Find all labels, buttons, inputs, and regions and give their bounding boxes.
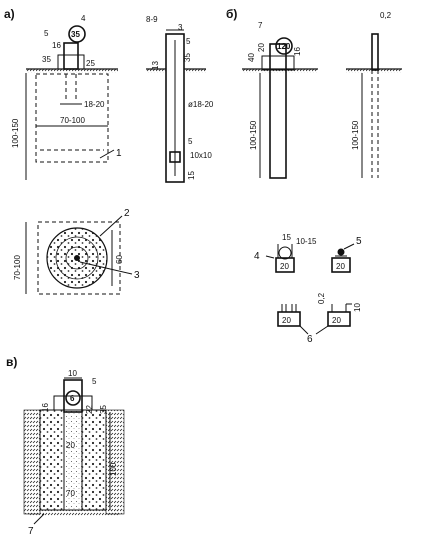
stone-fill-right: [81, 409, 107, 511]
dim-b-40: 40: [247, 53, 256, 62]
anchor-plate: [169, 151, 181, 163]
callout-6: 6: [307, 334, 313, 345]
callout-7: 7: [28, 526, 34, 537]
plan-dim-70-100: 70-100: [13, 255, 22, 280]
dim-100-150: 100-150: [11, 118, 20, 148]
stone-fill-left: [39, 409, 65, 511]
dim-b-16: 16: [293, 47, 302, 56]
callout-1: 1: [116, 148, 122, 159]
dim-8-9: 8-9: [146, 15, 158, 24]
panel-b-label: б): [226, 7, 237, 21]
dim-v-5: 5: [92, 377, 97, 386]
callout-2: 2: [124, 208, 130, 219]
dim-4: 4: [81, 14, 86, 23]
dim-v-22: 22: [85, 405, 94, 414]
dim-v-20: 20: [66, 441, 75, 450]
dim-b-7: 7: [258, 21, 263, 30]
detail-dim-10-15: 10-15: [296, 237, 317, 246]
dim-v-16: 16: [41, 403, 50, 412]
mark-badge-a-text: 35: [71, 30, 80, 39]
details: 20 15 10-15 4 20 5 20 20 0,2 10 6: [254, 233, 362, 345]
panel-b-elevation: 120 7 20 40 16 100-150: [242, 21, 318, 179]
dim-b-0-2: 0,2: [380, 11, 392, 20]
dim-b-100-150: 100-150: [249, 120, 258, 150]
panel-v: в) 6 10 5 16 22 35 20 100 70 7: [6, 355, 125, 537]
dim-25: 25: [86, 59, 95, 68]
detail-6-dim-20a: 20: [282, 316, 291, 325]
mark-badge-b: [275, 37, 293, 55]
mark-badge-v: [65, 390, 81, 406]
panel-b: б) 120 7 20 40 16 100-150 0,2 100-150: [226, 7, 402, 179]
panel-v-label: в): [6, 355, 17, 369]
detail-6-dim-20b: 20: [332, 316, 341, 325]
dim-5b: 5: [186, 37, 191, 46]
detail-dim-0-2: 0,2: [317, 292, 326, 304]
dim-b-100-150b: 100-150: [351, 120, 360, 150]
dim-v-35: 35: [99, 405, 108, 414]
stone-cluster: [46, 227, 108, 289]
dim-70-100: 70-100: [60, 116, 85, 125]
mark-badge-v-text: 6: [70, 394, 75, 403]
panel-a-section: 8-9 3 5 35 13 ø18-20 5 10x10 15: [146, 15, 214, 183]
callout-4: 4: [254, 251, 260, 262]
detail-5-dim-20: 20: [336, 262, 345, 271]
panel-a: а) 35 4 5 16 35 25 100-150 18-20 70-1: [4, 7, 214, 183]
dim-5c: 5: [188, 137, 193, 146]
dim-13: 13: [151, 61, 160, 70]
dim-rod-dia: ø18-20: [188, 100, 214, 109]
dim-35b: 35: [183, 53, 192, 62]
detail-4: 20 15 10-15 4: [254, 233, 317, 273]
detail-4-dim-20: 20: [280, 262, 289, 271]
dim-16: 16: [52, 41, 61, 50]
dim-18-20: 18-20: [84, 100, 105, 109]
dim-v-10: 10: [68, 369, 77, 378]
panel-a-label: а): [4, 7, 15, 21]
callout-5: 5: [356, 236, 362, 247]
plan-dim-60: 60: [115, 255, 124, 264]
panel-a-elevation: 35 4 5 16 35 25 100-150 18-20 70-100 1: [11, 14, 122, 180]
mark-badge-a: [68, 25, 86, 43]
dim-15: 15: [187, 171, 196, 180]
dim-b-20: 20: [257, 43, 266, 52]
callout-3: 3: [134, 270, 140, 281]
dim-5: 5: [44, 29, 49, 38]
detail-dim-15: 15: [282, 233, 291, 242]
detail-dim-10: 10: [353, 303, 362, 312]
plan-view: 70-100 60 2 3: [13, 208, 140, 295]
mark-badge-b-text: 120: [277, 42, 291, 51]
dim-3: 3: [178, 23, 183, 32]
dim-plate: 10x10: [190, 151, 212, 160]
dim-v-70: 70: [66, 489, 75, 498]
panel-b-section: 0,2 100-150: [346, 11, 402, 178]
dim-35: 35: [42, 55, 51, 64]
detail-5: 20 5: [331, 236, 362, 273]
detail-6: 20 20 0,2 10 6: [277, 292, 362, 345]
dim-v-100: 100: [109, 462, 118, 476]
